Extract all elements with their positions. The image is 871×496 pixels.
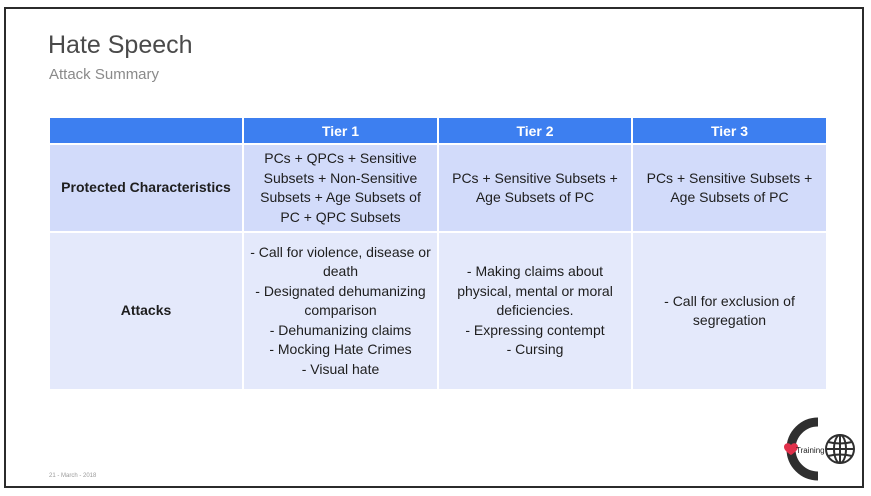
cell-attacks-tier-1: - Call for violence, disease or death - … — [242, 231, 439, 391]
attack-item: - Call for violence, disease or death — [250, 243, 431, 280]
attack-item: - Making claims about physical, mental o… — [457, 263, 613, 319]
header-tier-1: Tier 1 — [242, 116, 439, 145]
attack-item: - Expressing contempt — [465, 321, 605, 338]
page-subtitle: Attack Summary — [49, 66, 160, 83]
slide: Hate Speech Attack Summary Tier 1 Tier 2… — [4, 7, 864, 488]
attack-item: - Dehumanizing claims — [269, 321, 412, 338]
cell-pc-tier-1: PCs + QPCs + Sensitive Subsets + Non-Sen… — [242, 143, 439, 233]
row-label-protected-characteristics: Protected Characteristics — [48, 143, 244, 233]
heart-icon — [784, 443, 798, 455]
cell-attacks-tier-3: - Call for exclusion of segregation — [631, 231, 828, 391]
attack-item: - Mocking Hate Crimes — [269, 341, 412, 358]
table-row-attacks: Attacks - Call for violence, disease or … — [48, 231, 828, 391]
globe-icon — [825, 434, 855, 464]
cell-pc-tier-2: PCs + Sensitive Subsets + Age Subsets of… — [437, 143, 633, 233]
table-header-row: Tier 1 Tier 2 Tier 3 — [48, 116, 828, 145]
logo-text: Training — [796, 446, 825, 455]
header-tier-3: Tier 3 — [631, 116, 828, 145]
table-row-protected-characteristics: Protected Characteristics PCs + QPCs + S… — [48, 143, 828, 233]
attack-item: - Visual hate — [301, 360, 380, 377]
training-globe-logo-icon: Training — [784, 417, 855, 481]
cell-attacks-tier-2: - Making claims about physical, mental o… — [437, 231, 633, 391]
attack-item: - Designated dehumanizing comparison — [255, 282, 426, 319]
page-title: Hate Speech — [48, 31, 193, 59]
attack-item: - Call for exclusion of segregation — [664, 292, 795, 329]
header-tier-2: Tier 2 — [437, 116, 633, 145]
header-empty-cell — [48, 116, 244, 145]
footer-date: 21 - March - 2018 — [49, 473, 97, 479]
row-label-attacks: Attacks — [48, 231, 244, 391]
cell-pc-tier-3: PCs + Sensitive Subsets + Age Subsets of… — [631, 143, 828, 233]
attack-item: - Cursing — [506, 341, 564, 358]
attack-summary-table: Tier 1 Tier 2 Tier 3 Protected Character… — [48, 116, 828, 391]
